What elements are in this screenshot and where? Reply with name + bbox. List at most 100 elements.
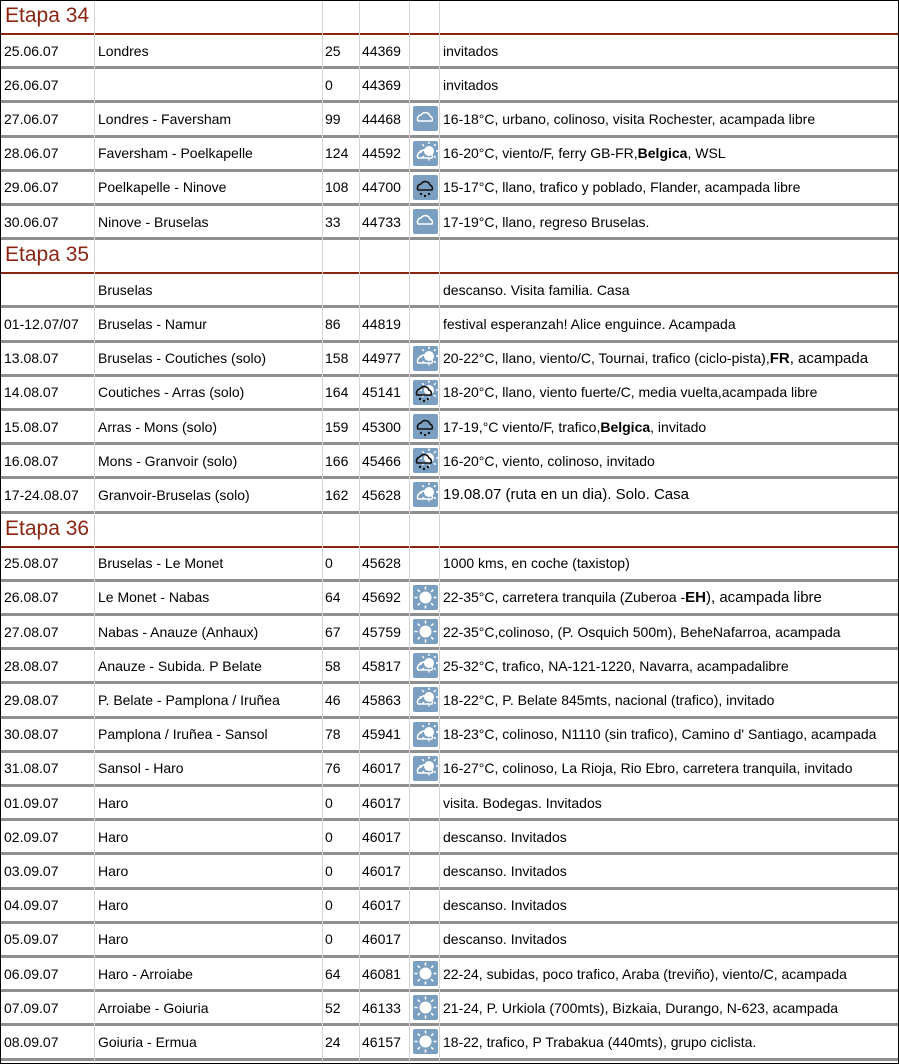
total-km-cell: 46081 xyxy=(362,965,401,982)
note-text: 16-20°C, viento, colinoso, invitado xyxy=(443,452,655,469)
route-cell: Bruselas xyxy=(98,281,153,298)
km-cell: 0 xyxy=(325,931,333,948)
total-km-cell: 46133 xyxy=(362,999,401,1016)
route-cell: Londres xyxy=(98,42,149,59)
note-text: 22-24, subidas, poco trafico, Araba (tre… xyxy=(443,965,847,982)
route-cell: Faversham - Poelkapelle xyxy=(98,145,253,162)
date-cell: 04.09.07 xyxy=(4,897,59,914)
weather-cell xyxy=(412,479,438,510)
rain-icon xyxy=(412,174,438,200)
weather-cell xyxy=(412,138,438,169)
note-text: descanso. Invitados xyxy=(443,828,567,845)
notes-cell: 18-20°C, llano, viento fuerte/C, media v… xyxy=(443,377,817,408)
total-km-cell: 46017 xyxy=(362,760,401,777)
weather-cell xyxy=(412,411,438,442)
total-km-cell: 45941 xyxy=(362,726,401,743)
km-cell: 24 xyxy=(325,1033,341,1050)
note-text: 21-24, P. Urkiola (700mts), Bizkaia, Dur… xyxy=(443,999,839,1016)
km-cell: 158 xyxy=(325,350,349,367)
stage-header: Etapa 35 xyxy=(1,240,898,275)
date-cell: 17-24.08.07 xyxy=(4,486,79,503)
weather-cell xyxy=(412,650,438,681)
notes-cell: 16-20°C, viento, colinoso, invitado xyxy=(443,445,655,476)
partly-cloudy-icon xyxy=(412,345,438,371)
total-km-cell: 44819 xyxy=(362,315,401,332)
weather-cell xyxy=(412,684,438,715)
total-km-cell: 44733 xyxy=(362,213,401,230)
notes-cell: 22-35°C,colinoso, (P. Osquich 500m), Beh… xyxy=(443,616,841,647)
note-text: Belgica xyxy=(637,145,688,162)
km-cell: 99 xyxy=(325,110,341,127)
total-km-cell: 44700 xyxy=(362,179,401,196)
total-km-cell: 46017 xyxy=(362,897,401,914)
partly-cloudy-icon xyxy=(412,140,438,166)
route-cell: Haro xyxy=(98,931,129,948)
note-text: 18-22°C, P. Belate 845mts, nacional (tra… xyxy=(443,691,775,708)
date-cell: 07.09.07 xyxy=(4,999,59,1016)
date-cell: 14.08.07 xyxy=(4,384,59,401)
route-cell: Le Monet - Nabas xyxy=(98,589,210,606)
km-cell: 0 xyxy=(325,828,333,845)
notes-cell: descanso. Invitados xyxy=(443,924,567,955)
date-cell: 28.08.07 xyxy=(4,657,59,674)
weather-cell xyxy=(412,890,438,921)
notes-cell: 17-19°C, llano, regreso Bruselas. xyxy=(443,206,649,237)
note-text: descanso. Invitados xyxy=(443,931,567,948)
column-divider xyxy=(359,1,360,1063)
note-text: 18-23°C, colinoso, N1110 (sin trafico), … xyxy=(443,726,877,743)
date-cell: 28.06.07 xyxy=(4,145,59,162)
route-cell: Haro xyxy=(98,862,129,879)
note-text: 18-22, trafico, P Trabakua (440mts), gru… xyxy=(443,1033,757,1050)
note-text: 18-20°C, llano, viento fuerte/C, media v… xyxy=(443,384,818,401)
total-km-cell: 45466 xyxy=(362,452,401,469)
partly-cloudy-icon xyxy=(412,687,438,713)
route-cell: Bruselas - Le Monet xyxy=(98,555,224,572)
date-cell: 27.08.07 xyxy=(4,623,59,640)
stage-header: Etapa 36 xyxy=(1,513,898,548)
sun-rain-icon xyxy=(412,448,438,474)
note-text: , invitado xyxy=(650,418,707,435)
partly-cloudy-icon xyxy=(412,482,438,508)
total-km-cell: 45141 xyxy=(362,384,401,401)
weather-cell xyxy=(412,274,438,305)
date-cell: 30.08.07 xyxy=(4,726,59,743)
notes-cell: 18-23°C, colinoso, N1110 (sin trafico), … xyxy=(443,719,876,750)
column-divider xyxy=(94,1,95,1063)
stage-title: Etapa 35 xyxy=(5,243,90,267)
notes-cell: 16-20°C, viento/F, ferry GB-FR, Belgica,… xyxy=(443,138,726,169)
route-cell: Haro - Arroiabe xyxy=(98,965,193,982)
weather-cell xyxy=(412,855,438,886)
km-cell: 33 xyxy=(325,213,341,230)
weather-cell xyxy=(412,172,438,203)
total-km-cell: 44592 xyxy=(362,145,401,162)
notes-cell: descanso. Visita familia. Casa xyxy=(443,274,630,305)
km-cell: 46 xyxy=(325,691,341,708)
sun-icon xyxy=(412,995,438,1021)
km-cell: 78 xyxy=(325,726,341,743)
note-text: FR xyxy=(769,349,790,367)
weather-cell xyxy=(412,308,438,339)
notes-cell: descanso. Invitados xyxy=(443,821,567,852)
sun-icon xyxy=(412,961,438,987)
note-text: festival esperanzah! Alice enguince. Aca… xyxy=(443,315,736,332)
km-cell: 25 xyxy=(325,42,341,59)
route-cell: Goiuria - Ermua xyxy=(98,1033,197,1050)
date-cell: 26.08.07 xyxy=(4,589,59,606)
note-text: 16-18°C, urbano, colinoso, visita Roches… xyxy=(443,110,816,127)
date-cell: 01.09.07 xyxy=(4,794,59,811)
note-text: , WSL xyxy=(687,145,726,162)
